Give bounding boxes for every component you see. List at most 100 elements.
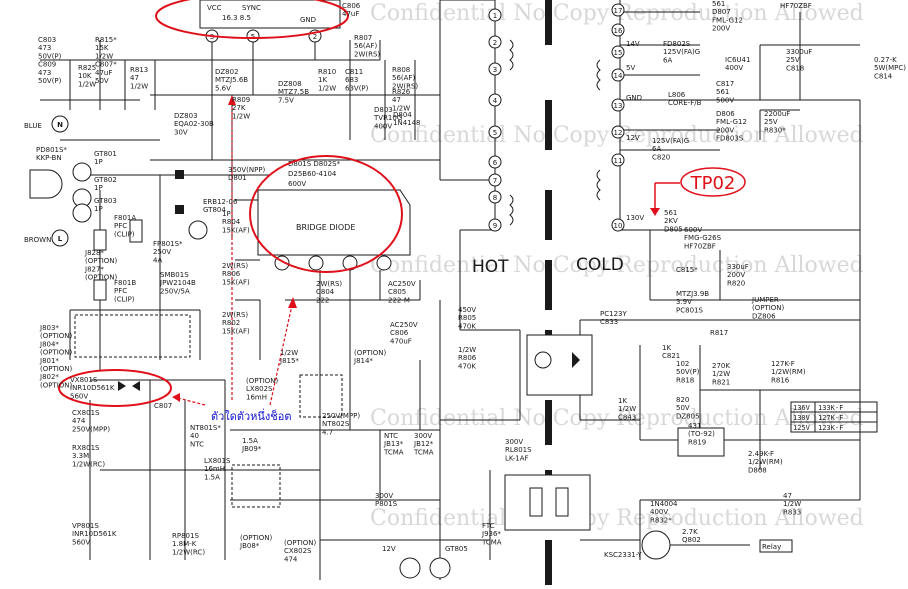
component-label: 250V(MPP)	[72, 425, 110, 433]
component-label: R804	[222, 218, 241, 226]
component-label: NTC	[384, 432, 398, 440]
highlight-varistor	[58, 369, 172, 407]
component-label: PD801S*	[36, 146, 67, 154]
component-label: FD802S	[663, 40, 691, 48]
pin-right-12: 12	[614, 129, 623, 137]
component-label: CX801S	[72, 409, 100, 417]
component-label: FTC	[482, 522, 495, 530]
component-label: 350V(NPP)	[228, 166, 266, 174]
component-label: 15K(AF)	[222, 226, 250, 234]
component-label: 561	[712, 0, 725, 8]
terminal-n-label: N	[57, 121, 63, 129]
component-label: 1P	[94, 184, 103, 192]
vt-r3-c1: 125V	[793, 424, 811, 432]
component-label: 200V	[727, 271, 745, 279]
component-label: GND	[626, 94, 642, 102]
component-label: C805	[388, 288, 406, 296]
component-label: 130V	[626, 214, 644, 222]
component-label: J814*	[353, 357, 373, 365]
component-label: 300V	[375, 492, 393, 500]
component-label: J828*	[84, 249, 104, 257]
component-label: (OPTION)	[354, 349, 387, 357]
component-label: MTZJ3.9B	[676, 290, 709, 298]
component-label: R809	[232, 96, 250, 104]
component-label: 1/2W(RC)	[72, 460, 105, 468]
component-label: P801S	[375, 500, 398, 508]
ic-pin-2: 2	[313, 33, 317, 41]
component-label: D807	[712, 8, 731, 16]
component-label: Q802	[682, 536, 701, 544]
component-label: R808	[392, 66, 410, 74]
component-label: 47	[783, 492, 792, 500]
bridge-type-label: D25B60-4104	[288, 170, 337, 178]
component-label: R816	[771, 376, 790, 384]
component-label: 560V	[72, 538, 90, 546]
component-label: FMG-G26S	[684, 234, 722, 242]
component-label: DZ802	[215, 68, 239, 76]
pin-right-17: 17	[614, 7, 623, 15]
component-label: R818	[676, 376, 694, 384]
pin-left-9: 9	[493, 222, 497, 230]
component-label: D803	[374, 106, 393, 114]
component-label: 16mH	[204, 465, 225, 473]
component-label: 15K(AF)	[222, 278, 250, 286]
component-label: 6A	[652, 145, 661, 153]
component-label: R807	[354, 34, 372, 42]
component-label: (OPTION)	[284, 539, 317, 547]
component-label: AC250V	[390, 321, 418, 329]
component-label: HF70ZBF	[780, 2, 812, 10]
component-label: 1.5A	[204, 473, 220, 481]
component-label: 450V	[458, 306, 476, 314]
component-label: RP801S	[172, 532, 199, 540]
component-label: FP801S*	[153, 240, 183, 248]
component-label: CX802S	[284, 547, 312, 555]
pin-left-8: 8	[493, 194, 497, 202]
component-label: R815*	[95, 36, 117, 44]
component-label: LK-1AF	[505, 454, 529, 462]
component-label: 25V	[786, 56, 800, 64]
component-label: 250V/5A	[160, 287, 190, 295]
component-label: GT802	[94, 176, 117, 184]
component-label: 56(AF)	[392, 74, 415, 82]
component-label: 600V	[684, 226, 702, 234]
component-label: INR10D561K	[72, 530, 117, 538]
component-label: 300V	[505, 438, 523, 446]
component-label: R820	[727, 279, 745, 287]
component-label: 5W(MPC)	[874, 64, 906, 72]
component-label: F801A	[114, 214, 136, 222]
ic-sub-label: 16.3 8.5	[222, 14, 251, 22]
cold-side-label: COLD	[576, 255, 624, 275]
component-label: R806	[458, 354, 477, 362]
component-label: R830*	[764, 126, 786, 134]
component-label: FD803S	[716, 135, 744, 143]
component-label: D806	[716, 110, 735, 118]
component-label: F801B	[114, 279, 136, 287]
component-label: D804	[393, 111, 412, 119]
component-label: C806	[342, 2, 361, 10]
component-label: R802	[222, 319, 240, 327]
vt-r2-c2: 127K-F	[818, 414, 843, 422]
voltage-table: 136V 133K-F 130V 127K-F 125V 123K-F	[790, 401, 878, 433]
bridge-rating-label: 600V	[288, 180, 306, 188]
component-label: 50V(P)	[38, 77, 62, 85]
component-label: 56(AF)	[354, 42, 377, 50]
component-label: JB08*	[239, 542, 260, 550]
component-label: 15K	[95, 44, 109, 52]
bridge-parts-label: D801S D802S*	[288, 160, 341, 168]
component-label: 5.6V	[215, 84, 231, 92]
component-label: 50V	[95, 77, 109, 85]
component-label: PC801S	[676, 306, 703, 314]
component-label: J803*	[39, 324, 59, 332]
component-label: 30V	[174, 128, 188, 136]
component-label: R813	[130, 66, 148, 74]
thai-annotation: ตัวใดตัวหนึ่งช็อต	[211, 408, 292, 423]
component-label: 2W(RS)	[222, 262, 248, 270]
component-label: J815*	[279, 357, 299, 365]
component-label: TCMA	[383, 448, 404, 456]
vt-r1-c1: 136V	[793, 404, 811, 412]
component-label: LX802S	[246, 385, 273, 393]
component-label: 1/2W	[280, 349, 298, 357]
pin-left-3: 3	[493, 66, 497, 74]
component-label: R832*	[650, 516, 672, 524]
